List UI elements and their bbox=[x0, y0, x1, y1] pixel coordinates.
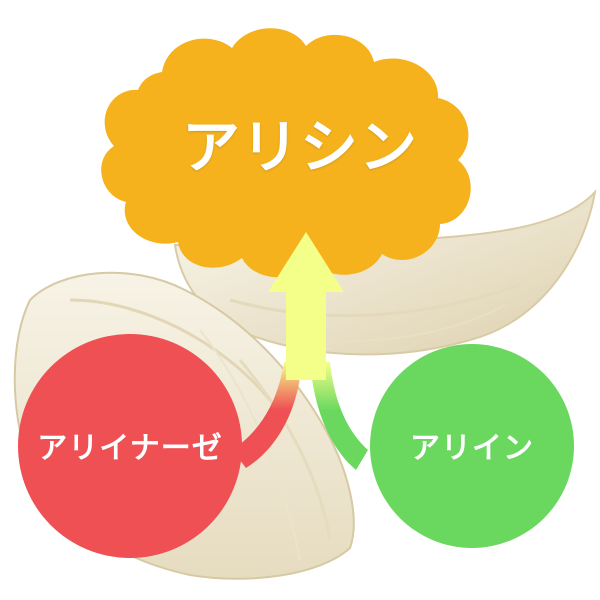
substrate-circle bbox=[370, 344, 574, 548]
product-label: アリシン bbox=[181, 113, 418, 181]
enzyme-label: アリイナーゼ bbox=[37, 431, 223, 466]
enzyme-circle bbox=[18, 334, 242, 558]
substrate-label: アリイン bbox=[410, 431, 534, 466]
substrate-flow-band bbox=[310, 362, 368, 470]
product-cloud bbox=[101, 28, 471, 278]
reaction-arrow bbox=[268, 232, 344, 380]
enzyme-flow-band bbox=[232, 362, 302, 468]
